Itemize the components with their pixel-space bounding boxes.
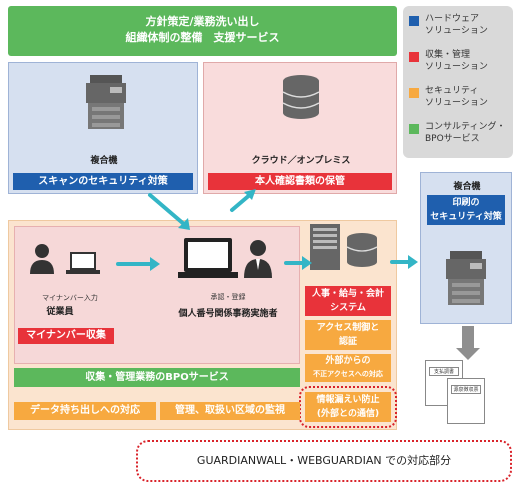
guardian-footer-note: GUARDIANWALL・WEBGUARDIAN での対応部分 [136, 440, 512, 482]
legend-label-security: セキュリティソリューション [425, 86, 488, 108]
scan-mfp-title: 複合機 [90, 156, 118, 166]
document-payment-report: 支払調書 [425, 360, 463, 406]
leak-prevention-bar: 情報漏えい防止(外部との通信) [305, 392, 391, 422]
person-icon [244, 240, 272, 278]
legend-label-consulting: コンサルティング・BPOサービス [425, 122, 506, 144]
cloud-title: クラウド／オンプレミス [251, 156, 351, 166]
officer-caption: 承認・登録 [210, 293, 246, 301]
legend-swatch-consulting [409, 124, 419, 134]
employee-label: 従業員 [46, 307, 74, 317]
scan-mfp-box: 複合機 スキャンのセキュリティ対策 [8, 62, 198, 194]
guardian-highlight-frame [299, 386, 397, 428]
print-security-bar: 印刷の セキュリティ対策 [427, 195, 505, 225]
id-doc-storage-bar: 本人確認書類の保管 [208, 173, 392, 190]
top-banner-line2: 組織体制の整備 支援サービス [125, 31, 280, 44]
document-withholding-slip: 源泉徴収票 [447, 378, 485, 424]
access-control-bar: アクセス制御と認証 [305, 320, 391, 350]
employee-caption: マイナンバー入力 [42, 294, 98, 302]
external-access-bar: 外部からの不正アクセスへの対応 [305, 354, 391, 382]
cloud-box: クラウド／オンプレミス 本人確認書類の保管 [203, 62, 397, 194]
legend: ハードウェアソリューション 収集・管理ソリューション セキュリティソリューション… [403, 6, 513, 158]
server-icon [310, 224, 378, 270]
top-banner: 方針策定/業務洗い出し 組織体制の整備 支援サービス [8, 6, 397, 56]
data-takeout-bar: データ持ち出しへの対応 [14, 402, 156, 420]
print-mfp-box: 複合機 印刷の セキュリティ対策 [420, 172, 512, 324]
mfp-icon [86, 75, 126, 129]
print-security-line2: セキュリティ対策 [430, 212, 502, 222]
legend-swatch-security [409, 88, 419, 98]
hr-payroll-system-bar: 人事・給与・会計システム [305, 286, 391, 316]
bpo-service-bar: 収集・管理業務のBPOサービス [14, 368, 300, 387]
area-monitoring-bar: 管理、取扱い区域の監視 [160, 402, 300, 420]
scan-security-bar: スキャンのセキュリティ対策 [13, 173, 193, 190]
laptop-icon [66, 252, 100, 274]
legend-label-collection: 収集・管理ソリューション [425, 50, 488, 72]
print-security-line1: 印刷の [452, 198, 480, 208]
legend-swatch-collection [409, 52, 419, 62]
person-icon [30, 244, 54, 274]
laptop-icon [178, 238, 238, 278]
top-banner-line1: 方針策定/業務洗い出し [145, 15, 260, 28]
my-number-collection-bar: マイナンバー収集 [18, 328, 114, 344]
guardian-footer-text: GUARDIANWALL・WEBGUARDIAN での対応部分 [196, 454, 452, 467]
legend-swatch-hardware [409, 16, 419, 26]
print-mfp-title: 複合機 [453, 182, 481, 192]
mfp-icon [446, 251, 486, 305]
officer-label: 個人番号関係事務実施者 [178, 309, 278, 319]
legend-label-hardware: ハードウェアソリューション [425, 14, 488, 36]
database-icon [282, 75, 320, 119]
